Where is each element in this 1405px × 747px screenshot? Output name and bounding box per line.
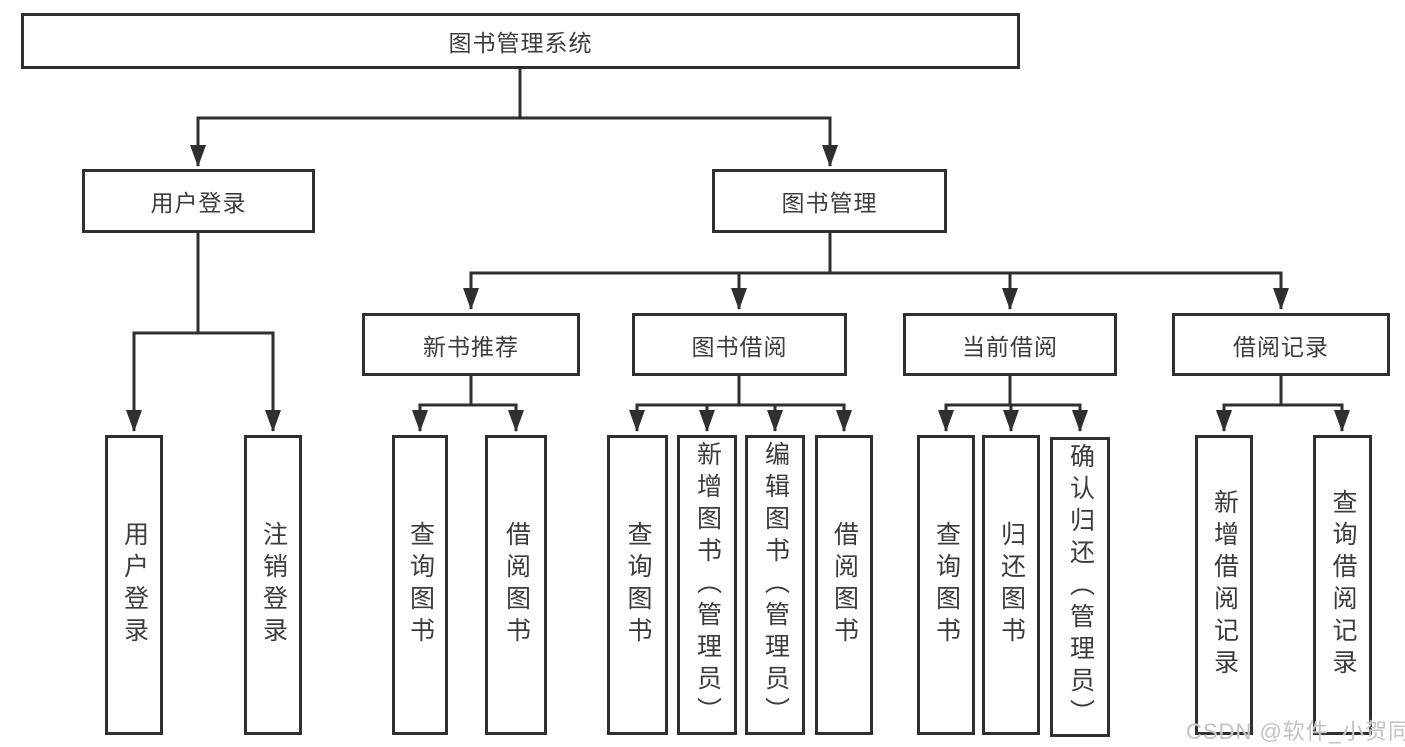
leaf-borrow-borrow-books: 借阅图书 bbox=[815, 435, 873, 735]
leaf-records-add-record: 新增借阅记录 bbox=[1195, 435, 1253, 735]
leaf-newbook-query-books: 查询图书 bbox=[392, 435, 448, 735]
node-current-borrow: 当前借阅 bbox=[903, 313, 1117, 376]
leaf-logout: 注销登录 bbox=[244, 435, 302, 735]
leaf-borrow-edit-books-admin: 编辑图书（管理员） bbox=[745, 435, 805, 735]
node-user-login: 用户登录 bbox=[82, 169, 315, 233]
node-new-book: 新书推荐 bbox=[362, 313, 580, 376]
csdn-watermark: CSDN @软件_小贺同学 bbox=[1186, 719, 1405, 744]
leaf-current-query-books: 查询图书 bbox=[917, 435, 975, 735]
node-borrow-records: 借阅记录 bbox=[1172, 313, 1390, 376]
leaf-newbook-borrow-books: 借阅图书 bbox=[485, 435, 547, 735]
node-root: 图书管理系统 bbox=[21, 13, 1020, 69]
leaf-user-login: 用户登录 bbox=[105, 435, 163, 735]
leaf-current-return-books: 归还图书 bbox=[982, 435, 1040, 735]
leaf-records-query-record: 查询借阅记录 bbox=[1313, 435, 1372, 735]
leaf-borrow-add-books-admin: 新增图书（管理员） bbox=[677, 435, 737, 735]
leaf-borrow-query-books: 查询图书 bbox=[607, 435, 668, 735]
leaf-current-confirm-return-admin: 确认归还（管理员） bbox=[1050, 437, 1110, 737]
node-book-mgmt: 图书管理 bbox=[712, 169, 947, 233]
node-book-borrow: 图书借阅 bbox=[632, 313, 847, 376]
